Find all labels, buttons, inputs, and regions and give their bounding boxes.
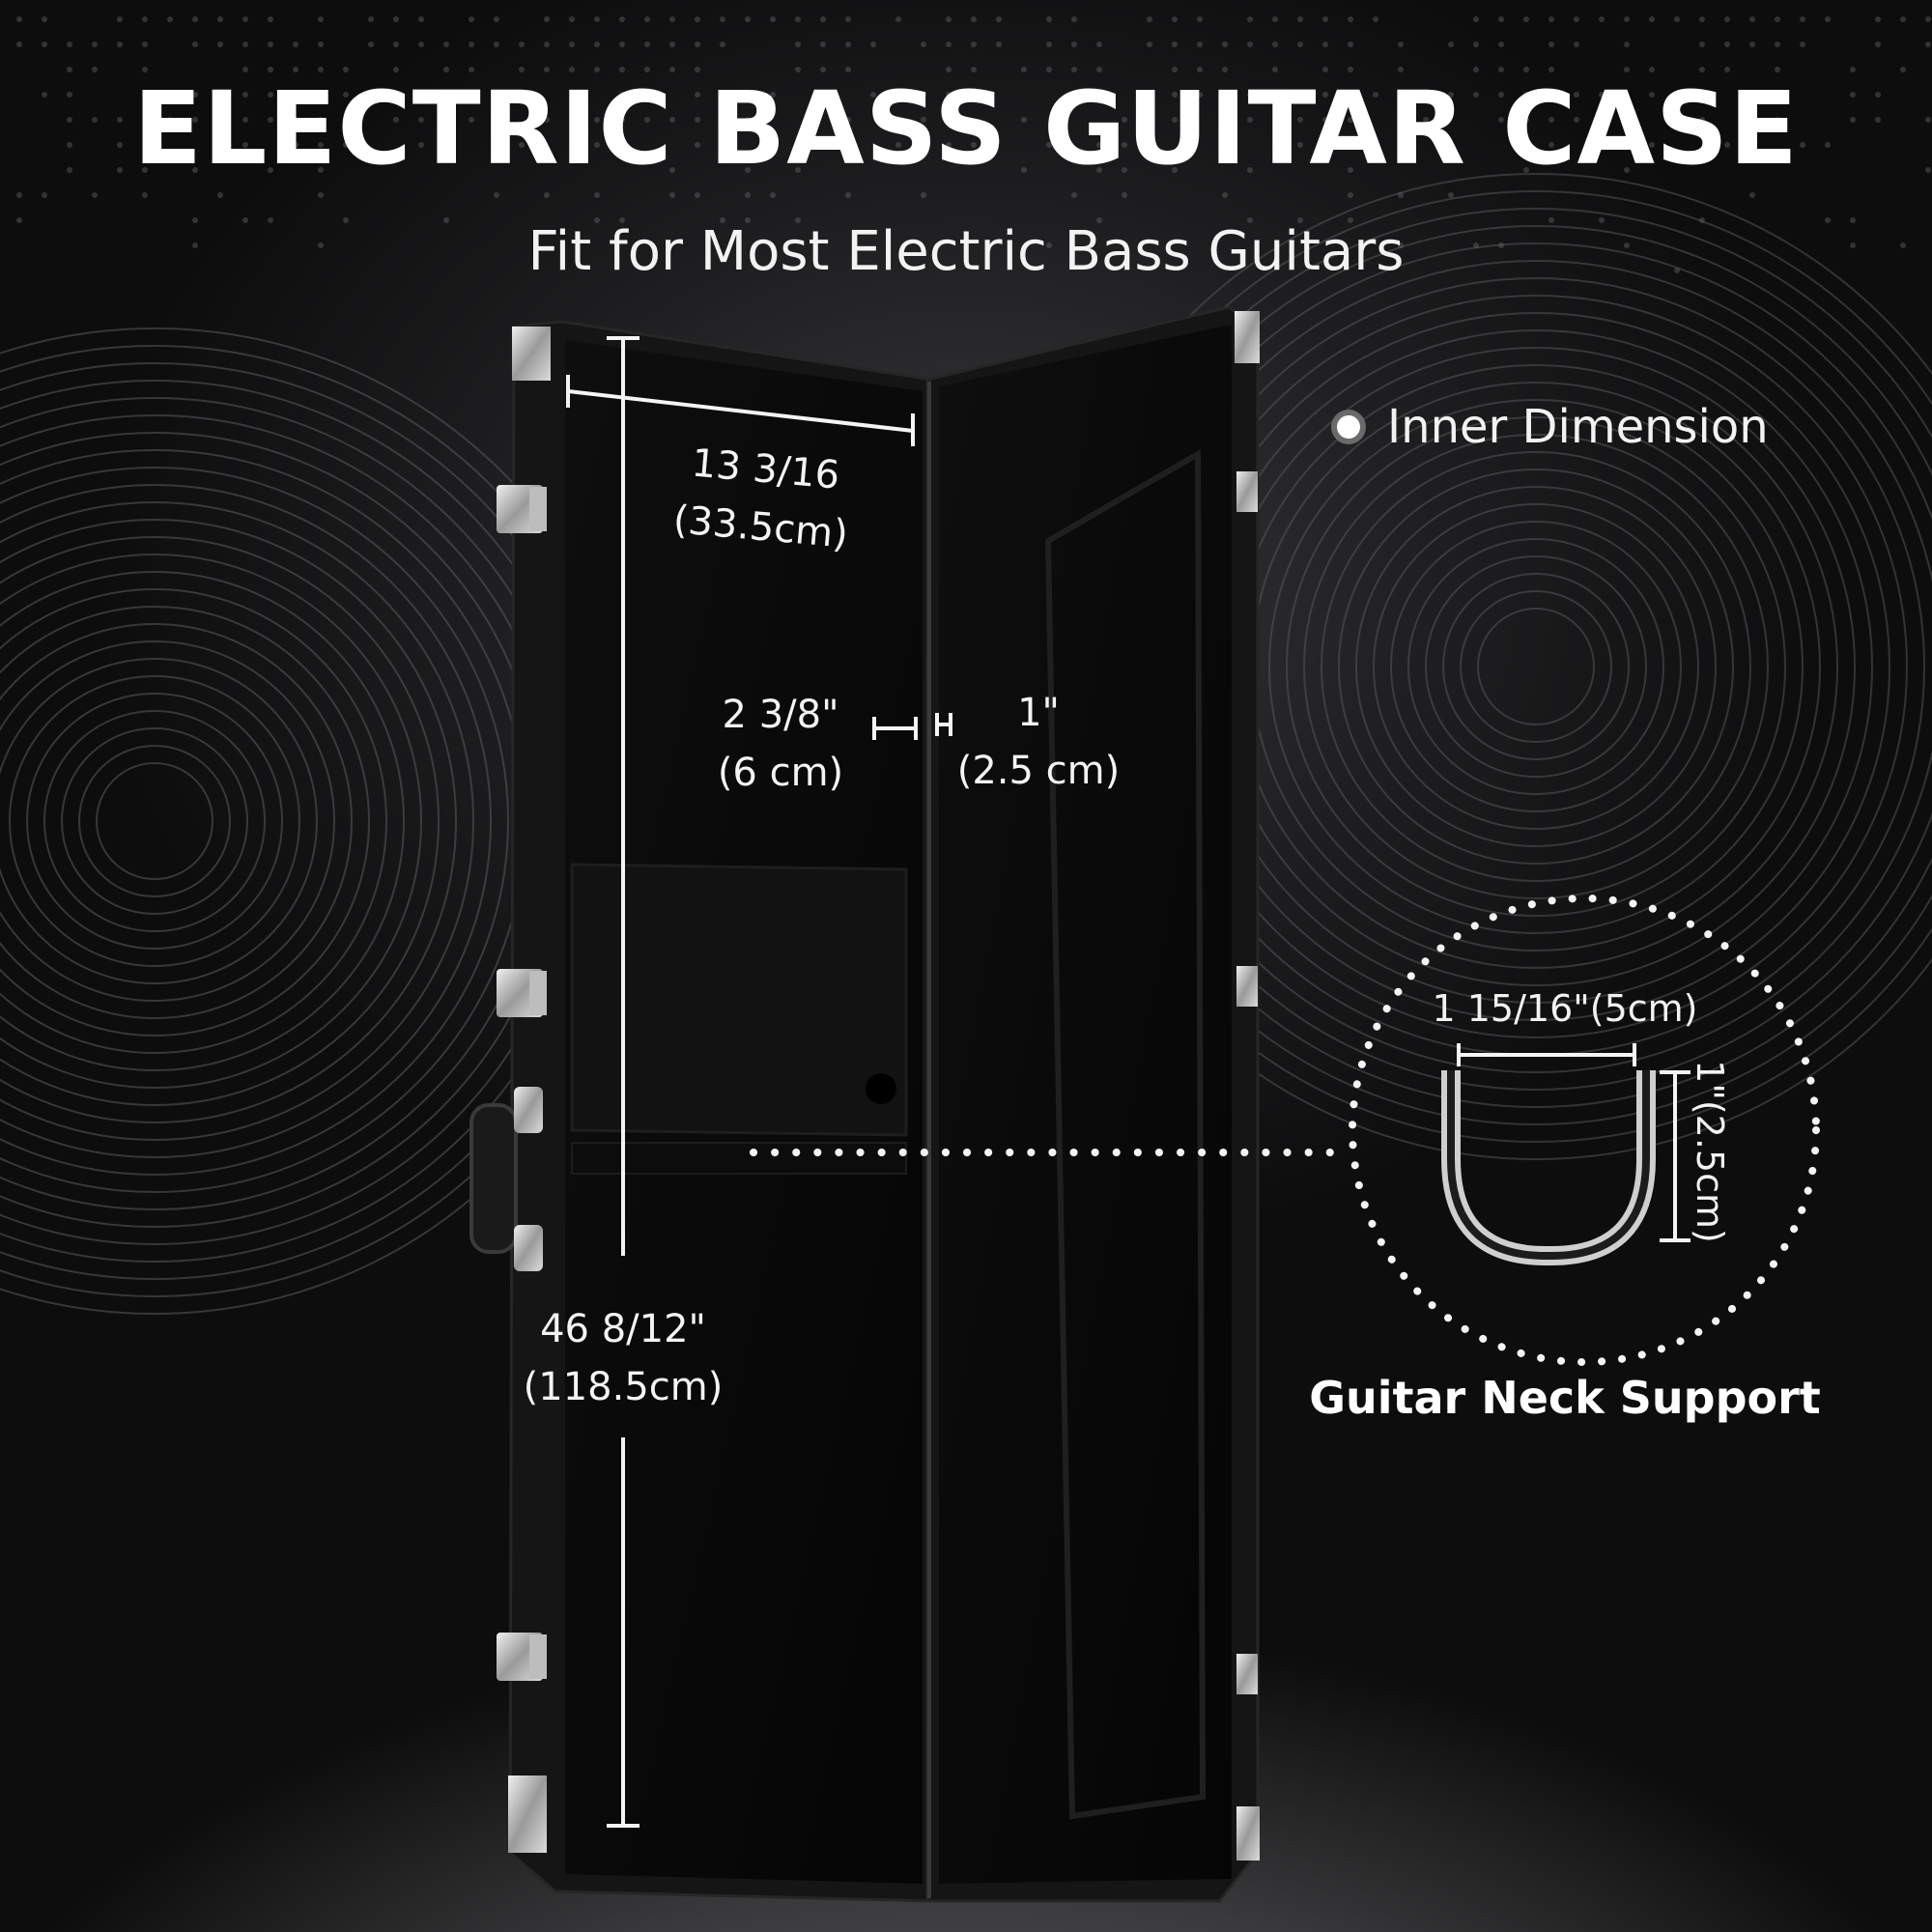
legend-label: Inner Dimension — [1387, 400, 1769, 454]
page-subtitle: Fit for Most Electric Bass Guitars — [0, 220, 1932, 283]
corner-protector-bottom-left — [508, 1776, 547, 1853]
latch-left-bottom[interactable] — [497, 1633, 547, 1681]
neck-support-width-label: 1 15/16"(5cm) — [1401, 987, 1729, 1030]
gap-imperial: 1" — [942, 684, 1135, 742]
compartment-finger-hole — [866, 1073, 896, 1104]
corner-protector-top-left — [512, 327, 551, 381]
neck-support-height-label: 1"(2.5cm) — [1689, 1026, 1731, 1277]
latch-right-bottom[interactable] — [1236, 1654, 1258, 1694]
length-dimension-label: 46 8/12" (118.5cm) — [512, 1300, 734, 1416]
neck-support-callout-circle — [1352, 898, 1816, 1362]
gap-dimension-label: 1" (2.5 cm) — [942, 684, 1135, 800]
page-title: ELECTRIC BASS GUITAR CASE — [0, 70, 1932, 187]
pocket-metric: (6 cm) — [694, 744, 867, 802]
neck-support-title: Guitar Neck Support — [1304, 1372, 1826, 1424]
latch-right-top[interactable] — [1236, 471, 1258, 512]
pocket-imperial: 2 3/8" — [694, 686, 867, 744]
legend: Inner Dimension — [1337, 400, 1769, 454]
gap-metric: (2.5 cm) — [942, 742, 1135, 800]
legend-dot-icon — [1337, 415, 1360, 439]
corner-protector-bottom-right — [1236, 1806, 1260, 1861]
pocket-dimension-label: 2 3/8" (6 cm) — [694, 686, 867, 802]
case-right-lining — [939, 325, 1232, 1884]
corner-protector-top-right — [1235, 311, 1260, 363]
width-dimension-label: 13 3/16 (33.5cm) — [652, 432, 874, 566]
latch-right-middle[interactable] — [1236, 966, 1258, 1007]
length-metric: (118.5cm) — [512, 1358, 734, 1416]
length-imperial: 46 8/12" — [512, 1300, 734, 1358]
latch-left-top[interactable] — [497, 485, 547, 533]
latch-left-middle[interactable] — [497, 969, 547, 1017]
